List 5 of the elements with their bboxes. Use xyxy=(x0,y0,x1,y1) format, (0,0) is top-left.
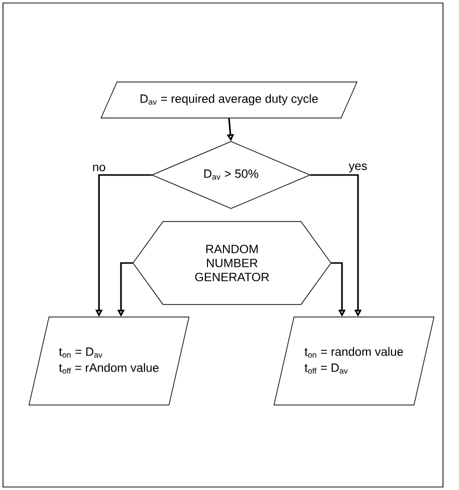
edge-label: yes xyxy=(348,162,368,174)
io-parallelogram: t$_{on}$ = random value t$_{off}$ = D$_{av}$ xyxy=(274,316,434,406)
io-parallelogram: t$_{on}$ = D$_{av}$ t$_{off}$ = rAndom value xyxy=(28,316,190,406)
process-hexagon: RANDOM NUMBER GENERATOR xyxy=(132,221,332,305)
edge-label: no xyxy=(91,164,107,172)
